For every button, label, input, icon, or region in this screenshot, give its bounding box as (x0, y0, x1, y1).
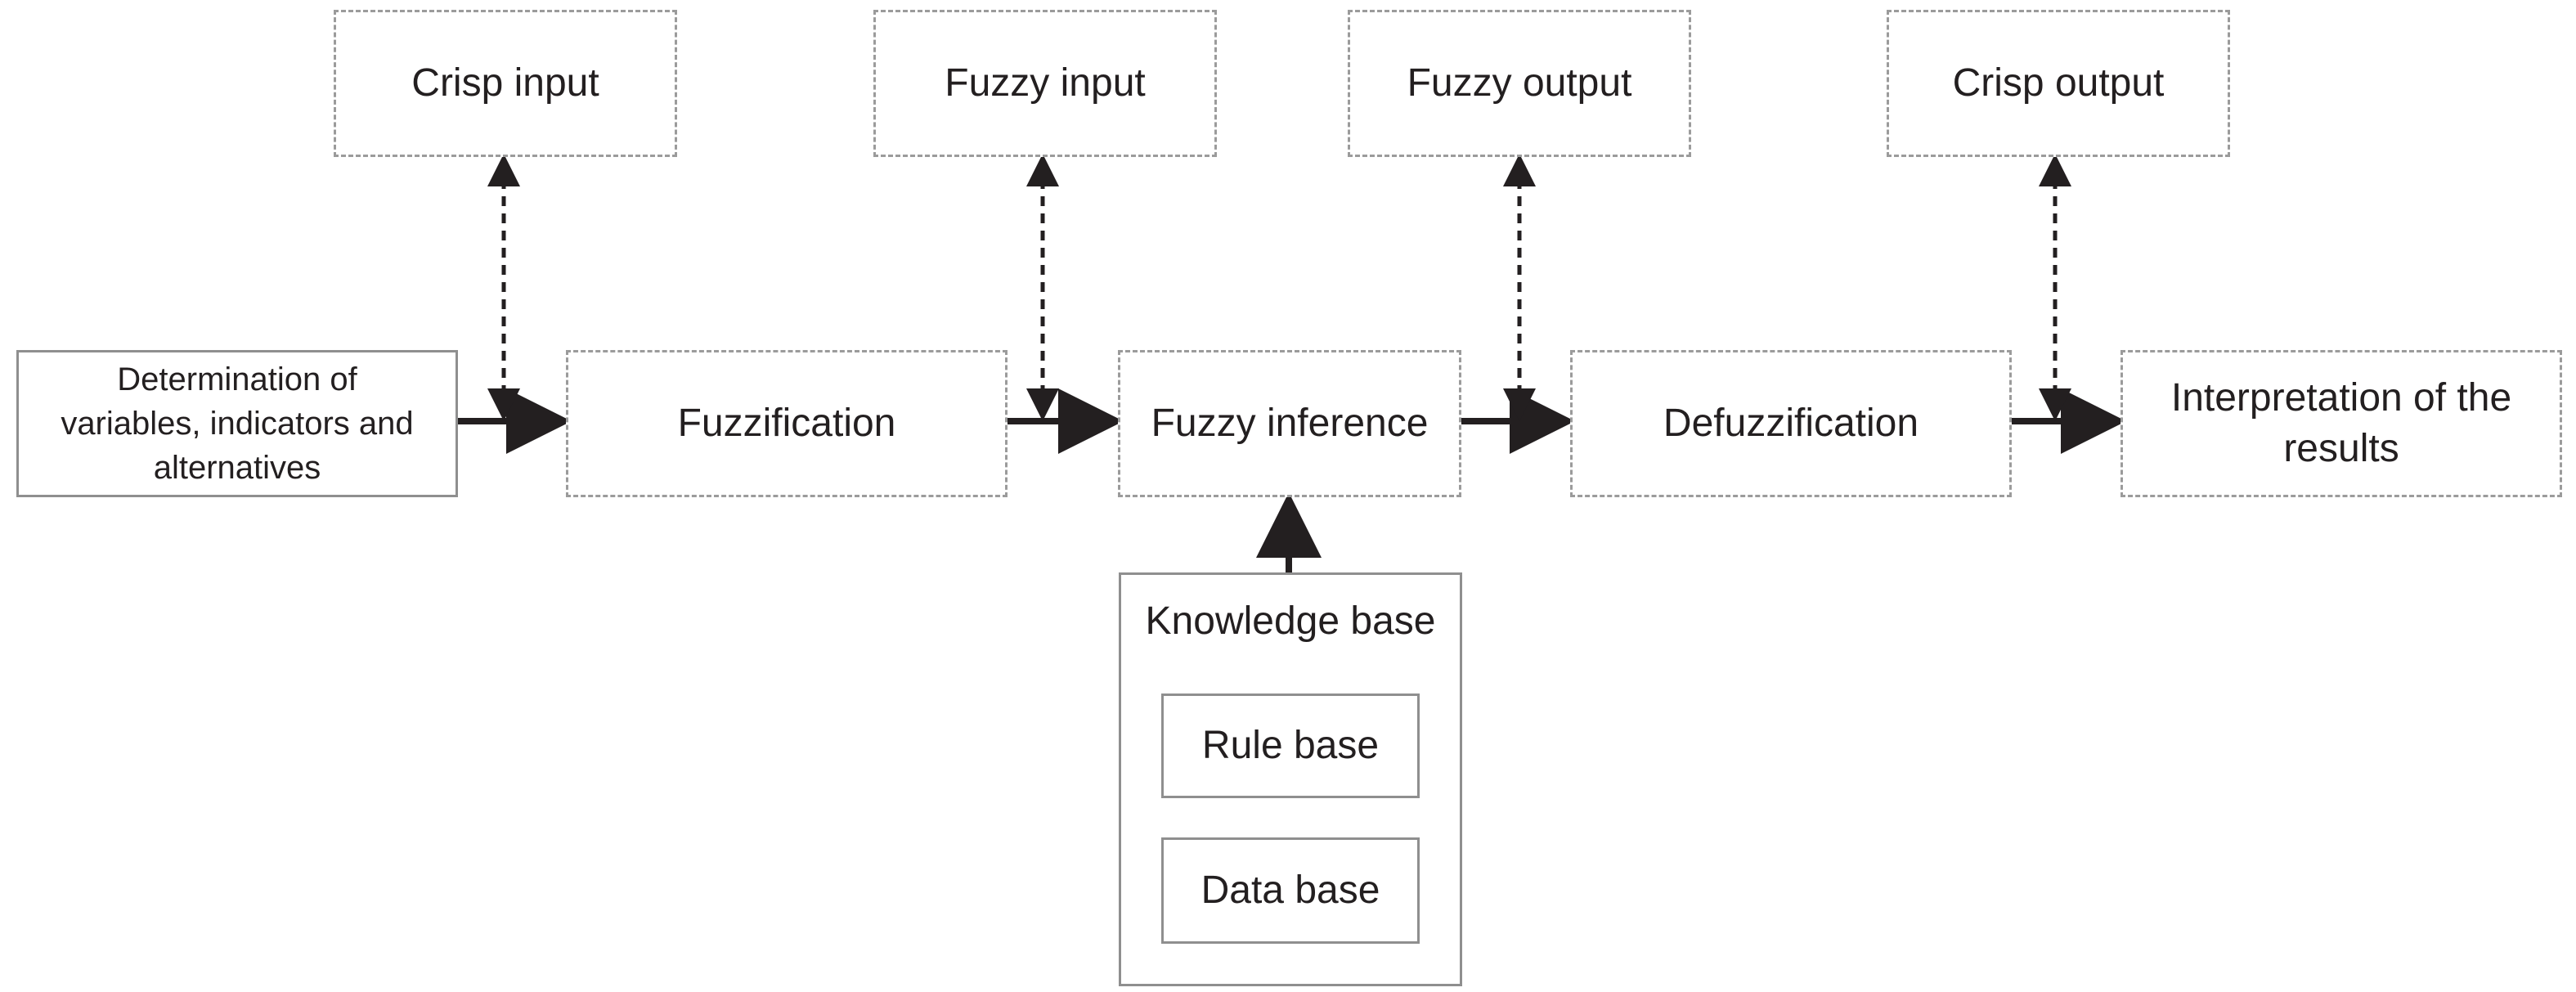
determination-label: Determination of variables, indicators a… (61, 361, 414, 486)
knowledge-base-title: Knowledge base (1145, 599, 1436, 643)
interpretation-label: Interpretation of the results (2170, 376, 2512, 470)
crisp-input-box: Crisp input (334, 10, 677, 157)
determination-box: Determination of variables, indicators a… (16, 350, 458, 497)
crisp-output-box: Crisp output (1887, 10, 2230, 157)
rule-base-box: Rule base (1161, 694, 1420, 798)
data-base-label: Data base (1200, 869, 1380, 912)
fuzzy-inference-label: Fuzzy inference (1151, 402, 1429, 445)
fuzzy-output-box: Fuzzy output (1348, 10, 1691, 157)
rule-base-label: Rule base (1201, 724, 1380, 767)
fuzzy-input-box: Fuzzy input (873, 10, 1217, 157)
crisp-input-label: Crisp input (411, 61, 599, 105)
crisp-output-label: Crisp output (1952, 61, 2165, 105)
interpretation-box: Interpretation of the results (2120, 350, 2562, 497)
fuzzification-box: Fuzzification (566, 350, 1008, 497)
data-base-box: Data base (1161, 837, 1420, 944)
fuzzy-output-label: Fuzzy output (1407, 61, 1632, 105)
defuzzification-label: Defuzzification (1663, 402, 1919, 445)
fuzzy-inference-box: Fuzzy inference (1118, 350, 1461, 497)
fuzzy-input-label: Fuzzy input (945, 61, 1146, 105)
defuzzification-box: Defuzzification (1570, 350, 2012, 497)
fuzzification-label: Fuzzification (677, 402, 896, 445)
